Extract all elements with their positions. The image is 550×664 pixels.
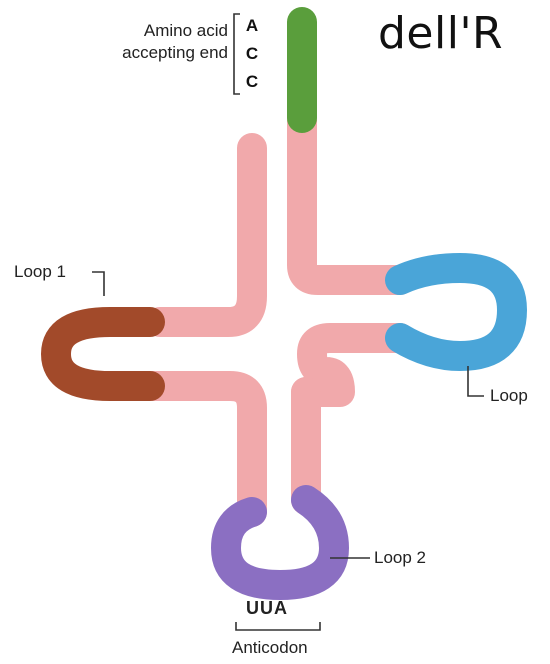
acceptor-label-line2: accepting end <box>62 42 228 64</box>
acceptor-base-3: C <box>242 72 262 92</box>
loop1-leader <box>92 272 104 296</box>
acceptor-base-1: A <box>242 16 262 36</box>
acceptor-end-label: Amino acid accepting end <box>62 20 228 64</box>
anticodon-label: Anticodon <box>232 638 308 658</box>
acceptor-base-2: C <box>242 44 262 64</box>
acceptor-stem-left <box>160 148 252 322</box>
loop1-shape <box>56 322 150 386</box>
loop1-stem-lower <box>150 386 252 512</box>
loop2-label: Loop 2 <box>374 548 426 568</box>
loop2-shape <box>226 500 334 585</box>
anticodon-bracket <box>236 622 320 630</box>
acceptor-label-line1: Amino acid <box>62 20 228 42</box>
loop3-shape <box>400 268 512 356</box>
loop3-label: Loop <box>490 386 528 406</box>
stem-strands <box>150 118 400 512</box>
anticodon-bases: UUA <box>246 598 288 619</box>
loop1-label: Loop 1 <box>14 262 66 282</box>
acceptor-bracket <box>234 14 240 94</box>
page-title: dell'R <box>378 8 503 59</box>
loop3-stem-lower <box>306 338 400 392</box>
acceptor-stem-right <box>302 118 400 280</box>
